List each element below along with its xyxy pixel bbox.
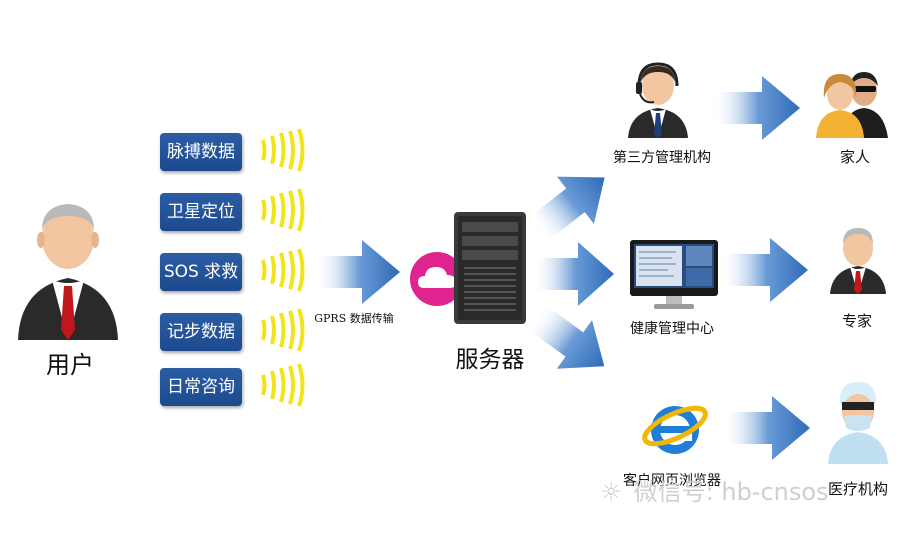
signal-waves-icon — [261, 308, 305, 352]
arrow-to-family — [716, 76, 800, 140]
data-pulse: 脉搏数据 — [160, 133, 242, 171]
arrow-to-health-center — [536, 242, 614, 306]
signal-waves-icon — [261, 128, 305, 172]
user-avatar — [18, 204, 118, 340]
family-icon — [816, 72, 888, 138]
arrow-to-browser — [529, 305, 605, 369]
data-steps: 记步数据 — [160, 313, 242, 351]
arrow-to-medical — [726, 396, 810, 460]
data-gps: 卫星定位 — [160, 193, 242, 231]
transfer-label: GPRS 数据传输 — [314, 312, 394, 325]
expert-label: 专家 — [841, 312, 872, 330]
family-label: 家人 — [839, 148, 870, 166]
watermark: ☼ 微信号: hb-cnsos — [596, 472, 896, 512]
arrow-to-expert — [724, 238, 808, 302]
browser-label: 客户网页浏览器 — [623, 473, 721, 489]
arrow-to-server — [318, 240, 400, 304]
signal-waves-icon — [261, 363, 305, 407]
health-center-label: 健康管理中心 — [630, 321, 714, 337]
data-sos: SOS 求救 — [160, 253, 242, 291]
operator-headset-icon — [628, 62, 688, 138]
cloud-icon — [410, 252, 464, 306]
arrow-to-third-party — [530, 176, 605, 240]
data-consult: 日常咨询 — [160, 368, 242, 406]
monitor-icon — [630, 240, 718, 309]
server-label: 服务器 — [455, 347, 525, 373]
user-label: 用户 — [46, 351, 94, 379]
watermark-text: 微信号: hb-cnsos — [633, 478, 829, 506]
ie-browser-icon — [642, 405, 708, 454]
medical-label: 医疗机构 — [827, 480, 888, 498]
expert-icon — [830, 228, 886, 294]
server-icon — [454, 212, 526, 324]
wechat-icon: ☼ — [600, 478, 622, 506]
signal-waves-icon — [261, 248, 305, 292]
doctor-icon — [828, 382, 888, 464]
signal-waves-icon — [261, 188, 305, 232]
third-party-label: 第三方管理机构 — [613, 150, 711, 166]
